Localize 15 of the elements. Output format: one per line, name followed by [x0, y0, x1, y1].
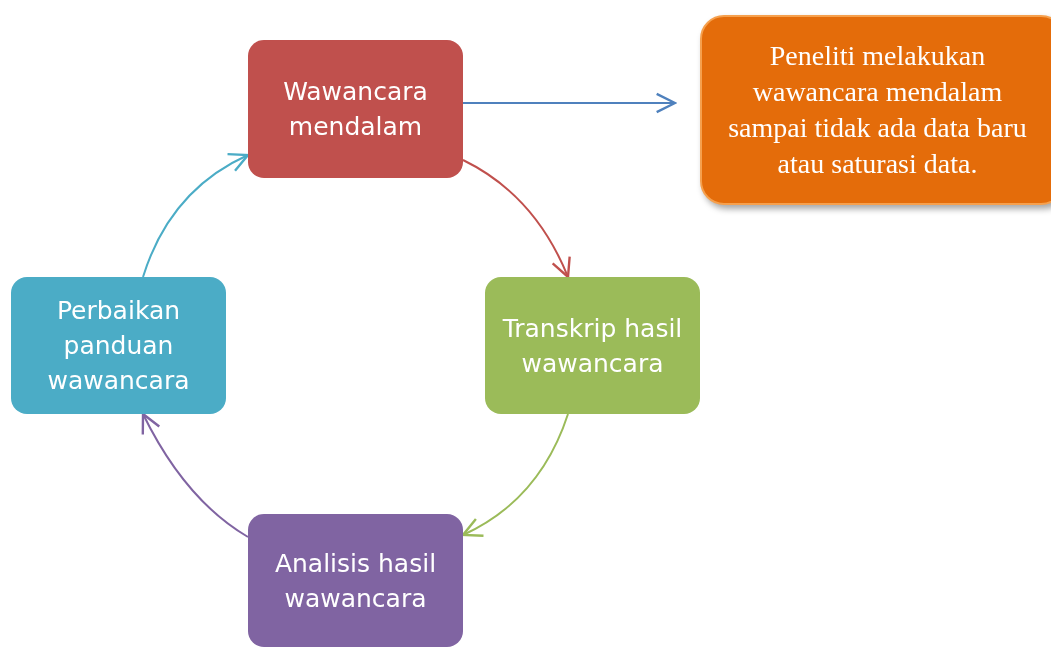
node-text: Wawancara mendalam: [282, 76, 429, 143]
process-box: [248, 514, 463, 647]
node-text: Analisis hasil wawancara: [273, 547, 438, 615]
arrow: [462, 92, 677, 114]
node-text: Transkrip hasil wawancara: [501, 312, 684, 380]
process-box: [485, 277, 700, 414]
arrow: [461, 413, 569, 537]
arrow: [462, 159, 571, 279]
arrow: [142, 153, 250, 278]
process-box: [11, 277, 226, 414]
process-box: [248, 40, 463, 178]
arrow: [141, 412, 249, 538]
node-text: Peneliti melakukan wawancara mendalam sampai tidak ada data baru atau saturasi data.: [727, 39, 1028, 181]
node-text: Perbaikan panduan wawancara: [46, 295, 191, 397]
callout-box: [700, 15, 1051, 205]
